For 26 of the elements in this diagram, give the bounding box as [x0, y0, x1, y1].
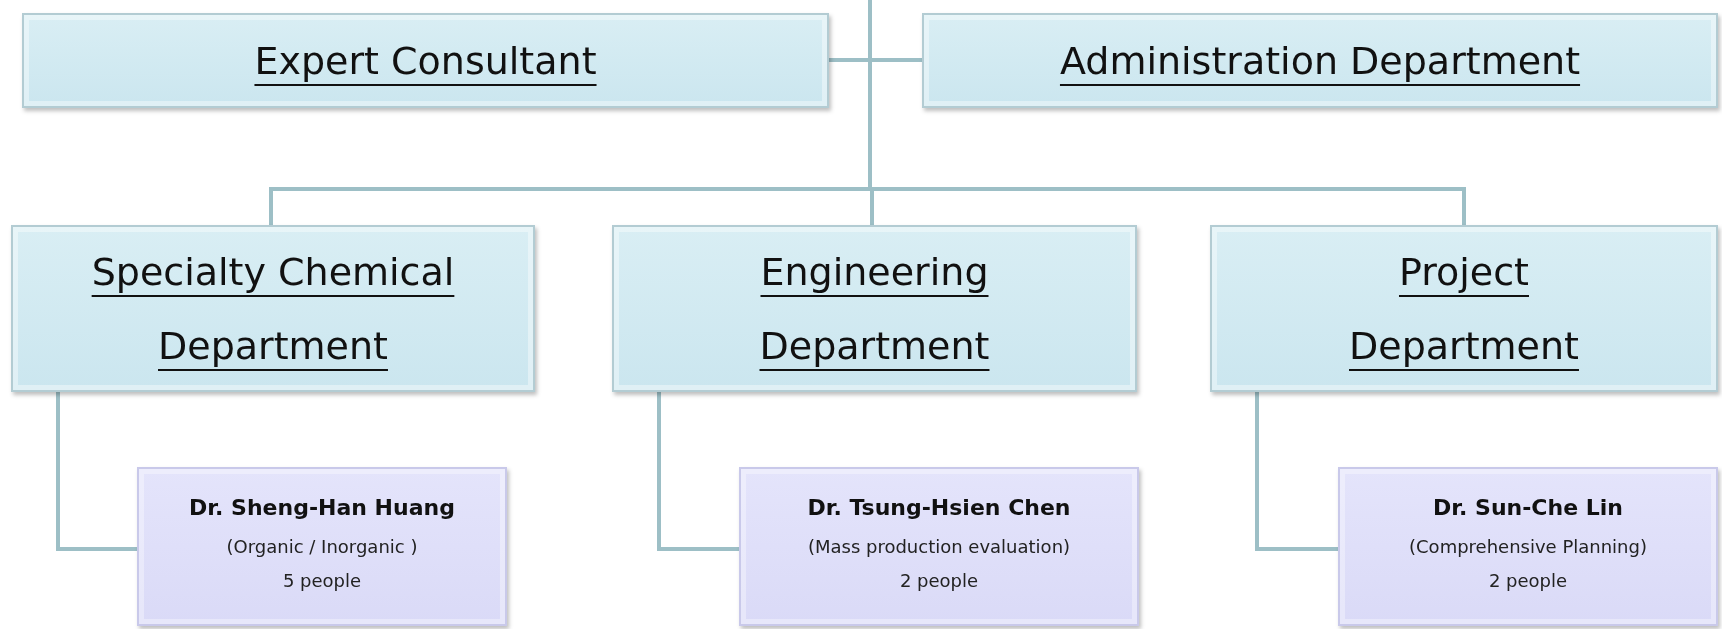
person-name: Dr. Tsung-Hsien Chen [807, 495, 1071, 520]
department-box [22, 13, 829, 108]
person-detail: (Organic / Inorganic ) [226, 535, 418, 559]
person-box [137, 467, 507, 626]
department-title: Project Department [1348, 248, 1580, 370]
department-box [922, 13, 1718, 108]
department-title: Administration Department [1059, 37, 1581, 85]
department-title: Engineering Department [758, 248, 991, 370]
person-name: Dr. Sun-Che Lin [1433, 495, 1623, 520]
department-box [612, 225, 1137, 392]
person-detail: (Comprehensive Planning) [1409, 535, 1647, 559]
connector-line [1255, 392, 1338, 551]
department-title: Specialty Chemical Department [90, 248, 456, 370]
person-detail: (Mass production evaluation) [807, 535, 1071, 559]
person-box [739, 467, 1139, 626]
person-box [1338, 467, 1718, 626]
connector-line [657, 392, 739, 551]
department-title: Expert Consultant [254, 37, 597, 85]
person-detail: 2 people [1488, 569, 1568, 593]
connector-line [56, 392, 137, 551]
connector-line [868, 0, 1466, 225]
person-detail: 5 people [282, 569, 362, 593]
department-box [1210, 225, 1718, 392]
person-name: Dr. Sheng-Han Huang [189, 495, 455, 520]
person-detail: 2 people [899, 569, 979, 593]
department-box [11, 225, 535, 392]
